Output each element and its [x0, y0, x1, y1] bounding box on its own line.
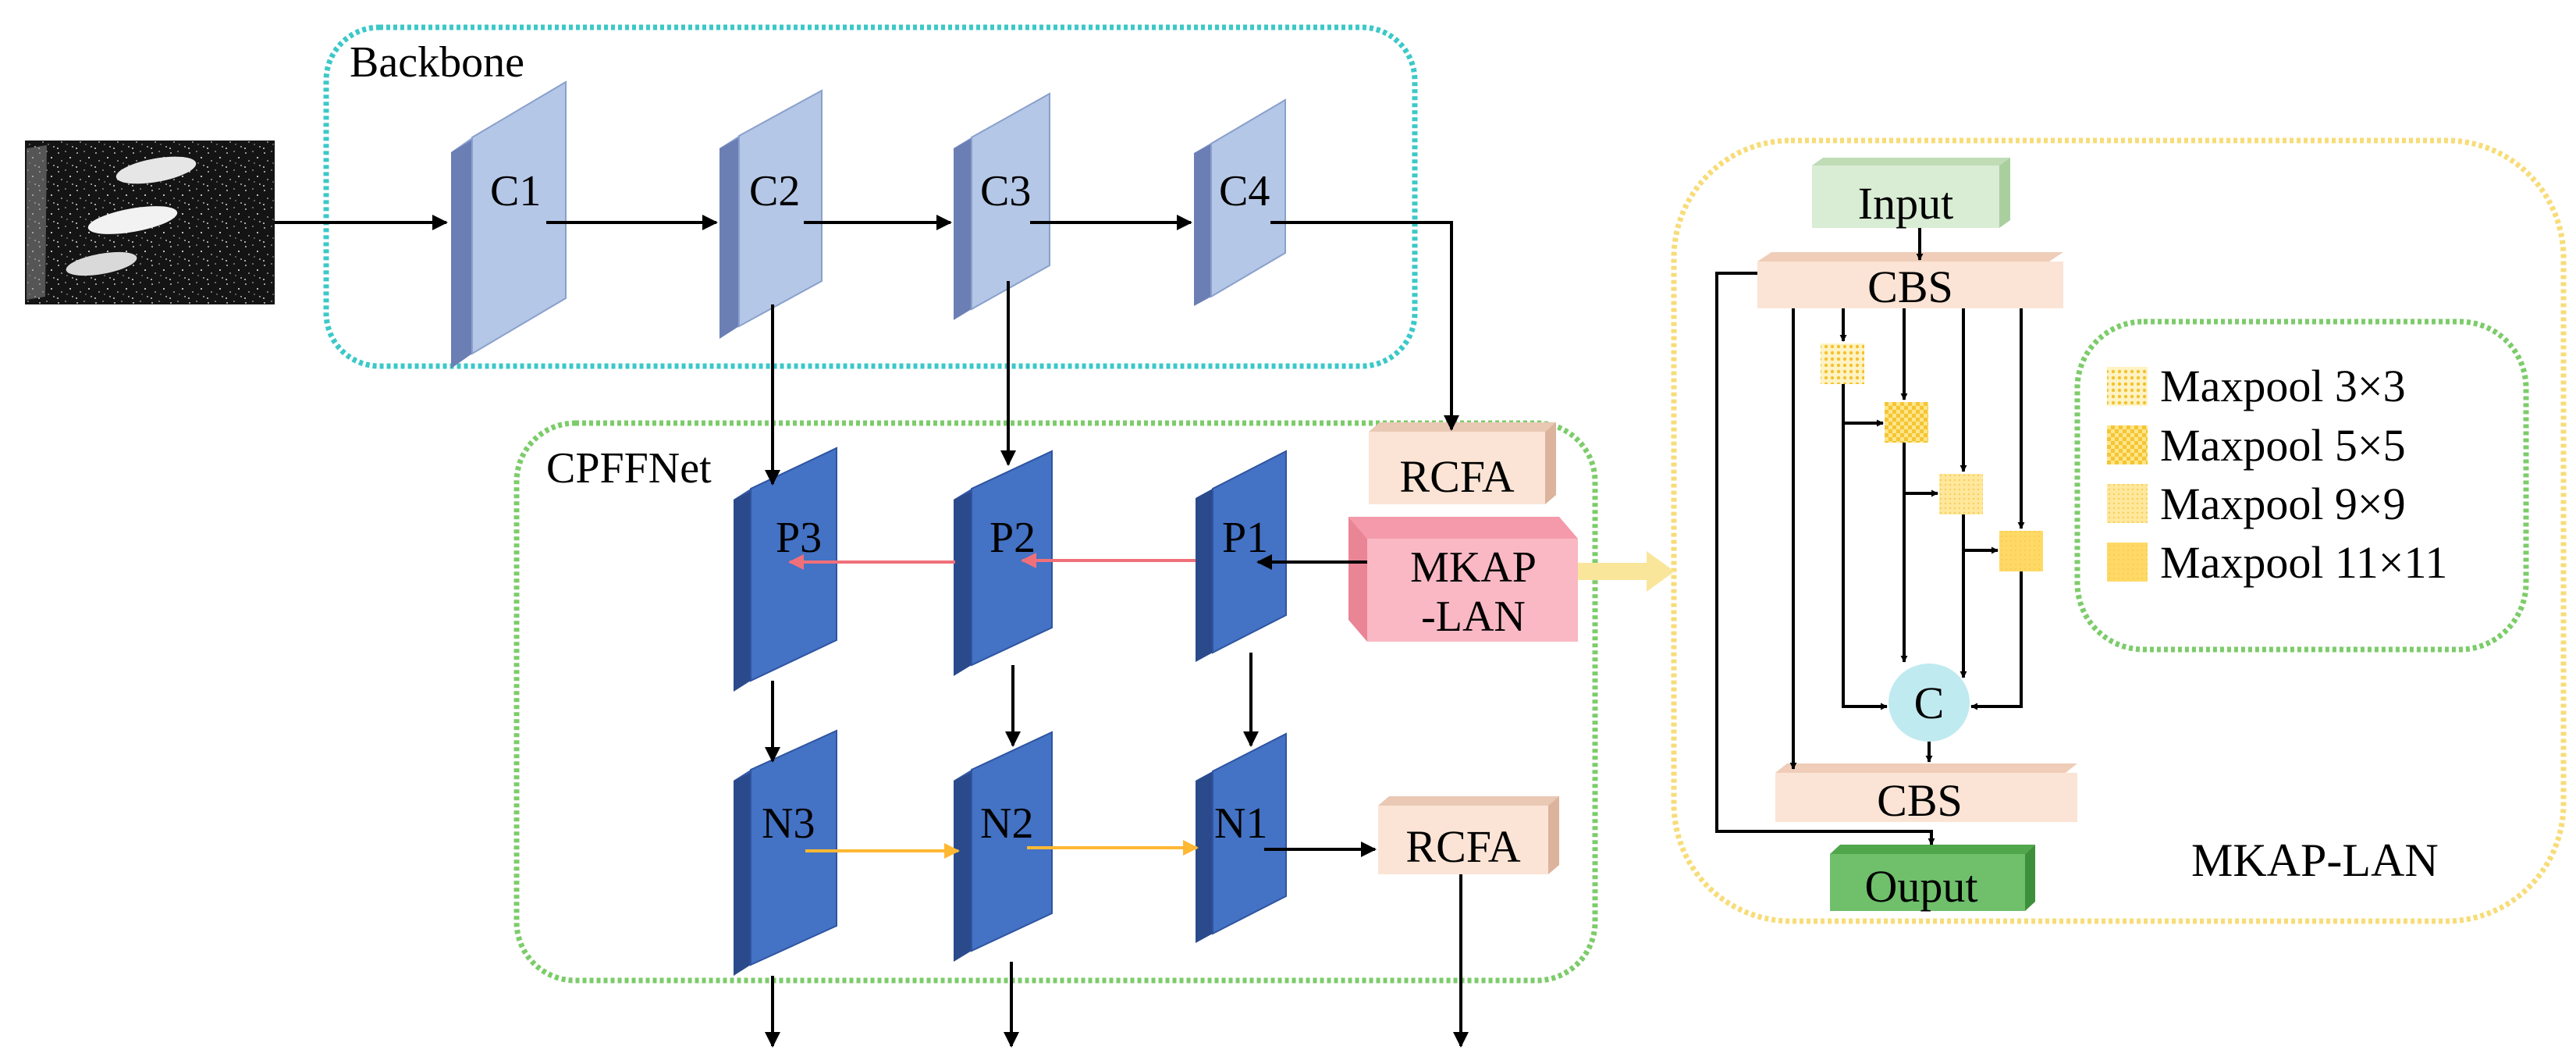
p1-label: P1: [1222, 514, 1268, 562]
legend-label: Maxpool 11×11: [2160, 537, 2447, 588]
detail-cbs-bottom: CBS: [1775, 763, 2077, 826]
maxpool-11x11-square: [1999, 531, 2043, 571]
maxpool-9x9-square: [1939, 474, 1983, 514]
backbone-block-c1: C1: [451, 80, 567, 368]
c4-label: C4: [1219, 167, 1270, 215]
n3-label: N3: [762, 799, 815, 848]
cpffnet-frame: [513, 420, 1598, 984]
detail-callout-arrow: [1578, 551, 1675, 592]
rcfa-box-top: RCFA: [1369, 422, 1556, 504]
legend-label: Maxpool 9×9: [2160, 479, 2406, 529]
legend-frame: [2074, 318, 2529, 653]
detail-output-box: Ouput: [1830, 845, 2035, 912]
legend-item-maxpool-5x5: Maxpool 5×5: [2107, 420, 2406, 471]
output-label: Ouput: [1865, 861, 1978, 912]
input-sar-image: [25, 141, 275, 304]
cpffnet-title: CPFFNet: [546, 444, 712, 493]
c1-label: C1: [490, 167, 541, 215]
legend-label: Maxpool 3×3: [2160, 361, 2406, 411]
rcfa-box-bottom: RCFA: [1378, 796, 1559, 874]
detail-cbs-top: CBS: [1757, 252, 2063, 312]
n2-label: N2: [980, 799, 1033, 848]
input-label: Input: [1858, 178, 1953, 229]
neck-block-n1: N1: [1196, 732, 1287, 943]
backbone-title: Backbone: [350, 38, 524, 87]
neck-block-p2: P2: [954, 450, 1053, 676]
legend-label: Maxpool 5×5: [2160, 420, 2406, 471]
legend-item-maxpool-3x3: Maxpool 3×3: [2107, 361, 2406, 411]
neck-block-p3: P3: [734, 447, 837, 692]
backbone-block-c4: C4: [1194, 98, 1286, 306]
mkap-line2: -LAN: [1421, 592, 1526, 641]
p3-label: P3: [776, 514, 822, 562]
mkap-line1: MKAP: [1410, 543, 1537, 592]
c3-label: C3: [980, 167, 1031, 215]
detail-arrows: [1715, 228, 2025, 845]
mkap-lan-title: MKAP-LAN: [2191, 834, 2439, 886]
neck-block-n2: N2: [954, 731, 1053, 962]
legend: Maxpool 3×3 Maxpool 5×5 Maxpool 9×9 Maxp…: [2107, 361, 2447, 588]
backbone-frame: [323, 24, 1418, 369]
cbs-top-label: CBS: [1867, 262, 1953, 312]
p2-label: P2: [990, 514, 1036, 562]
backbone-block-c2: C2: [720, 89, 823, 339]
detail-input-box: Input: [1812, 158, 2010, 229]
n1-label: N1: [1214, 799, 1267, 848]
neck-arrows: [765, 553, 1469, 1048]
neck-block-n3: N3: [734, 729, 837, 976]
mkap-lan-box: MKAP -LAN: [1348, 517, 1578, 642]
legend-item-maxpool-9x9: Maxpool 9×9: [2107, 479, 2406, 529]
backbone-block-c3: C3: [954, 92, 1050, 320]
maxpool-5x5-square: [1885, 402, 1928, 443]
maxpool-3x3-square: [1821, 343, 1864, 384]
mkap-lan-detail-frame: [1671, 137, 2567, 924]
concat-label: C: [1914, 678, 1945, 728]
legend-item-maxpool-11x11: Maxpool 11×11: [2107, 537, 2447, 588]
detail-concat-circle: C: [1888, 664, 1970, 742]
rcfa-top-label: RCFA: [1399, 451, 1514, 502]
cbs-bottom-label: CBS: [1877, 775, 1963, 826]
backbone-arrows: [275, 215, 1459, 486]
neck-block-p1: P1: [1196, 450, 1287, 662]
c2-label: C2: [749, 167, 800, 215]
rcfa-bottom-label: RCFA: [1405, 821, 1520, 872]
